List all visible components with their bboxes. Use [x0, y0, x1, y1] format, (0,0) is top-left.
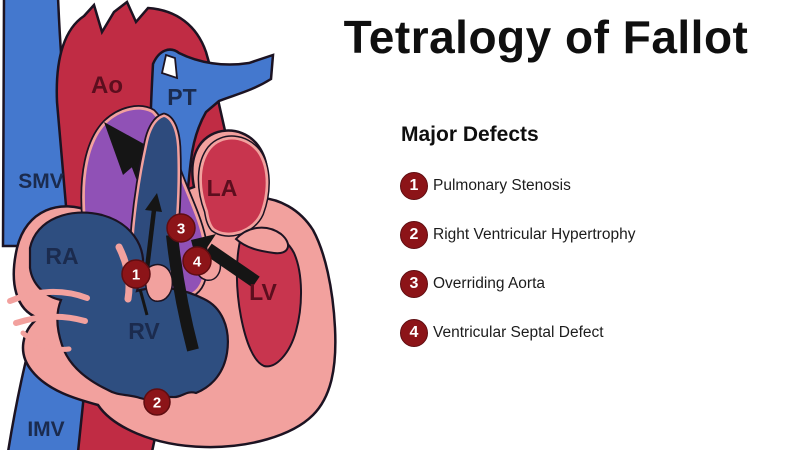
- ra-rv-chamber-shape: [28, 211, 229, 401]
- label-imv: IMV: [27, 418, 64, 441]
- page-title: Tetralogy of Fallot: [343, 11, 749, 63]
- label-pt: PT: [167, 84, 196, 110]
- aorta-flow-arrowhead: [104, 122, 153, 175]
- lv-chamber-shape: [235, 231, 303, 368]
- defect-number-badge: 2: [400, 221, 428, 249]
- label-smv: SMV: [18, 170, 64, 193]
- atrial-appendage-shape: [234, 226, 290, 255]
- label-ao: Ao: [91, 72, 123, 99]
- defect-label: Pulmonary Stenosis: [433, 177, 571, 194]
- defect-marker-4: 4: [182, 246, 212, 276]
- defect-number-badge: 1: [400, 172, 428, 200]
- defect-label: Overriding Aorta: [433, 275, 545, 292]
- label-rv: RV: [128, 318, 160, 344]
- ligament-tie-shape: [160, 53, 179, 80]
- svg-text:4: 4: [193, 254, 202, 271]
- defect-item-2: 2 Right Ventricular Hypertrophy: [400, 221, 635, 249]
- defects-heading: Major Defects: [401, 123, 539, 146]
- channel-flow-arrowhead: [145, 193, 162, 212]
- svg-text:2: 2: [153, 395, 161, 412]
- defect-number-badge: 3: [400, 270, 428, 298]
- defect-item-1: 1 Pulmonary Stenosis: [400, 172, 635, 200]
- defect-marker-1: 1: [121, 259, 151, 289]
- rv-flow-line: [166, 234, 199, 352]
- marker1-pointer-line: [138, 288, 149, 316]
- svg-text:3: 3: [177, 221, 185, 238]
- defect-number-badge: 4: [400, 319, 428, 347]
- defect-label: Ventricular Septal Defect: [433, 324, 604, 341]
- defects-list: 1 Pulmonary Stenosis 2 Right Ventricular…: [400, 172, 635, 368]
- defect-item-4: 4 Ventricular Septal Defect: [400, 319, 635, 347]
- heart-diagram: 1 2 3 4 Ao PT SMV LA RA LV RV IMV: [1, 0, 337, 450]
- defect-label: Right Ventricular Hypertrophy: [433, 226, 636, 243]
- lv-flow-arrow: [204, 243, 260, 288]
- label-lv: LV: [249, 279, 277, 305]
- defect-marker-2: 2: [143, 388, 171, 416]
- defect-item-3: 3 Overriding Aorta: [400, 270, 635, 298]
- defect-marker-3: 3: [166, 213, 196, 243]
- svg-text:1: 1: [132, 267, 140, 284]
- la-chamber-shape: [197, 135, 270, 237]
- label-la: LA: [207, 175, 238, 201]
- label-ra: RA: [45, 243, 78, 269]
